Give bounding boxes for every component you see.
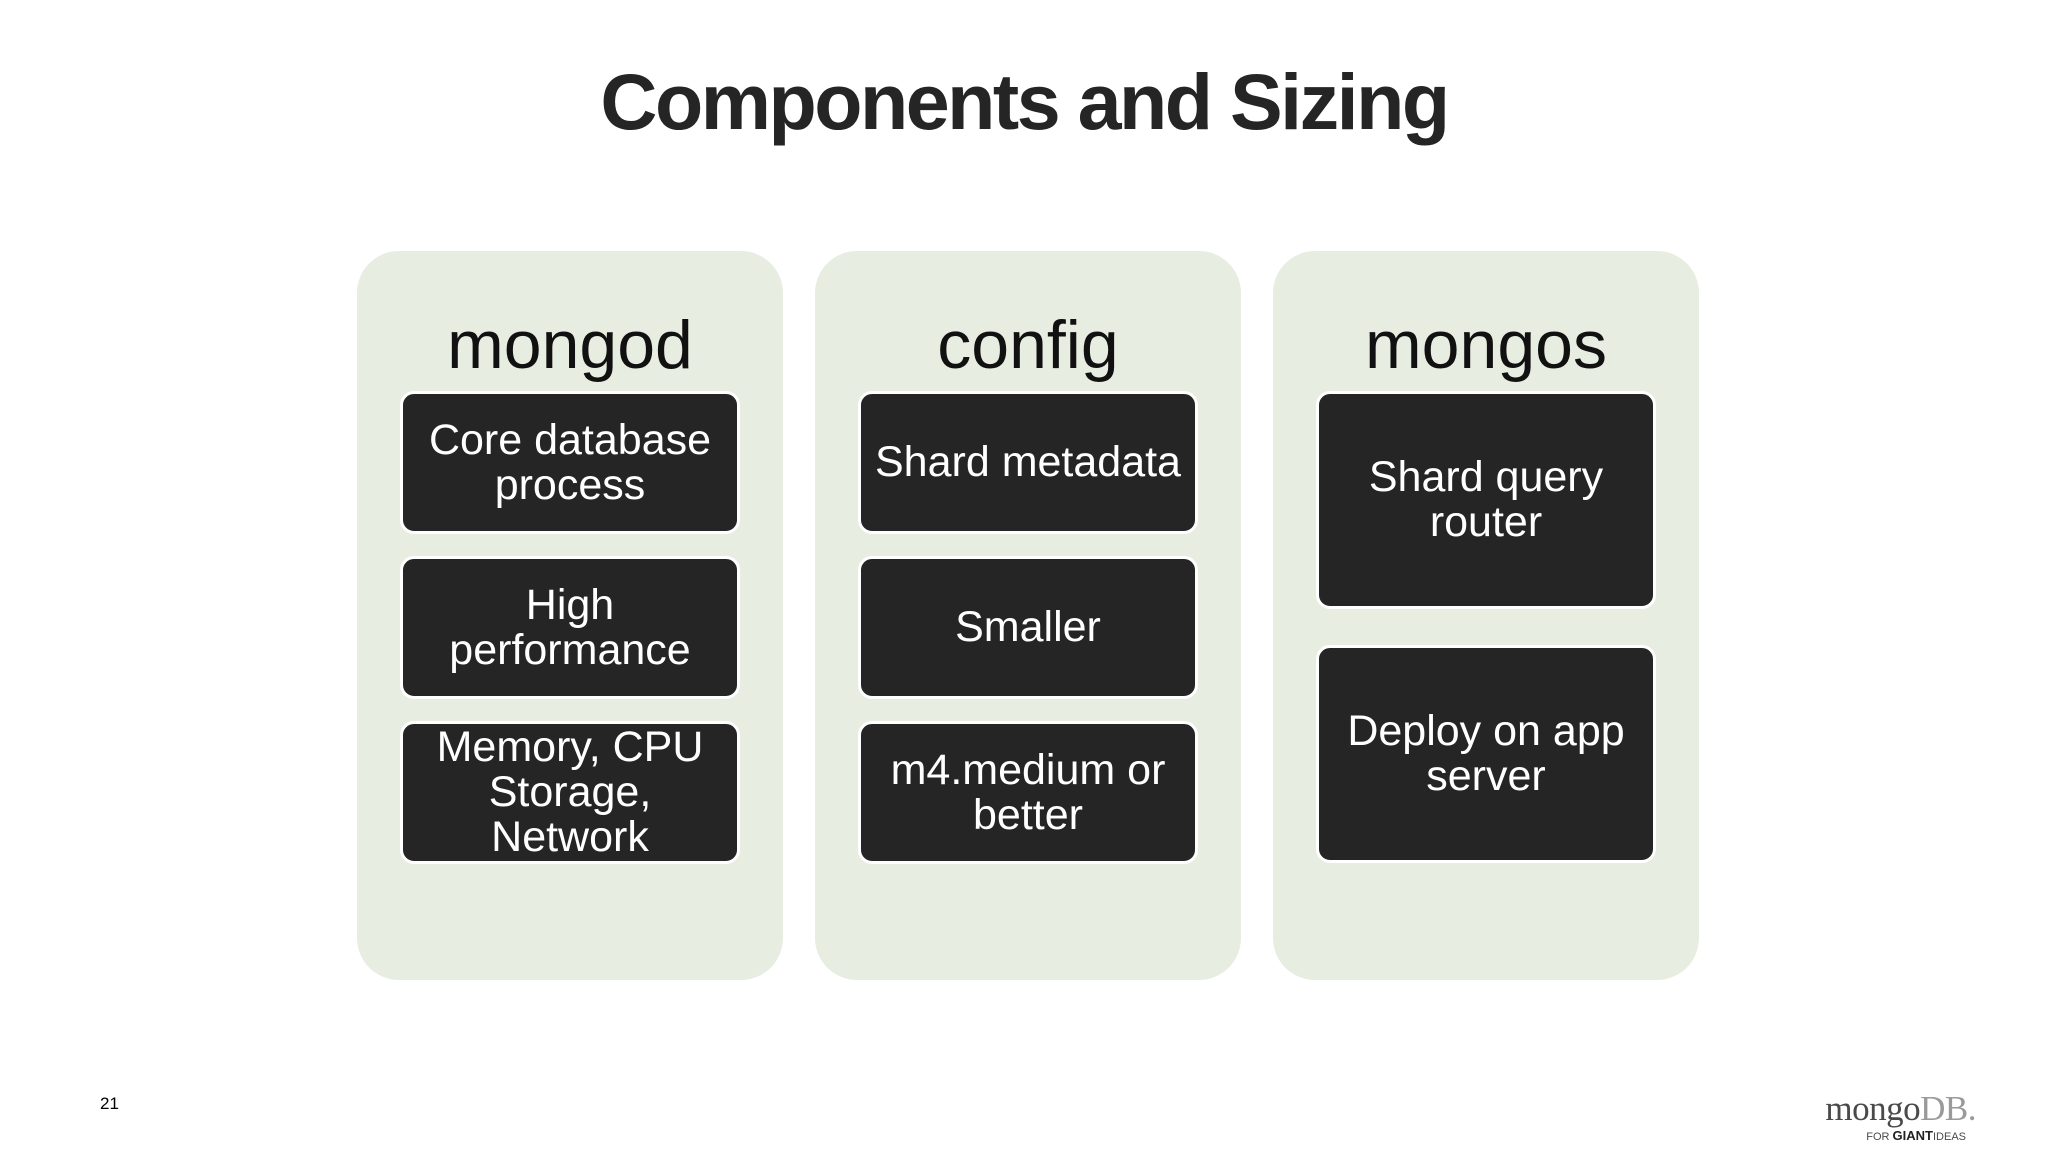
component-box: High performance bbox=[400, 556, 740, 699]
column-heading: mongod bbox=[447, 307, 693, 383]
slide-title: Components and Sizing bbox=[600, 57, 1450, 146]
mongodb-logo: mongoDB. FOR GIANTIDEAS bbox=[1825, 1090, 1976, 1144]
component-box: Shard metadata bbox=[858, 391, 1198, 534]
logo-tagline: FOR GIANTIDEAS bbox=[1866, 1128, 1966, 1143]
page-number: 21 bbox=[100, 1094, 119, 1113]
column-mongod: mongod Core database process High perfor… bbox=[357, 251, 783, 980]
logo-tagline-giant: GIANT bbox=[1892, 1128, 1933, 1143]
logo-tagline-for: FOR bbox=[1866, 1131, 1890, 1143]
logo-tagline-ideas: IDEAS bbox=[1932, 1131, 1966, 1143]
component-box: m4.medium or better bbox=[858, 721, 1198, 864]
logo-text-mongo: mongo bbox=[1825, 1089, 1921, 1128]
logo-text-db: DB bbox=[1920, 1089, 1968, 1128]
component-box: Memory, CPU Storage, Network bbox=[400, 721, 740, 864]
column-mongos: mongos Shard query router Deploy on app … bbox=[1273, 251, 1699, 980]
component-box: Core database process bbox=[400, 391, 740, 534]
logo-wordmark: mongoDB. bbox=[1825, 1090, 1976, 1128]
component-box: Deploy on app server bbox=[1316, 645, 1656, 863]
component-box: Smaller bbox=[858, 556, 1198, 699]
column-heading: mongos bbox=[1365, 307, 1607, 383]
component-box: Shard query router bbox=[1316, 391, 1656, 609]
column-config: config Shard metadata Smaller m4.medium … bbox=[815, 251, 1241, 980]
column-heading: config bbox=[937, 307, 1119, 383]
logo-dot: . bbox=[1967, 1089, 1977, 1128]
